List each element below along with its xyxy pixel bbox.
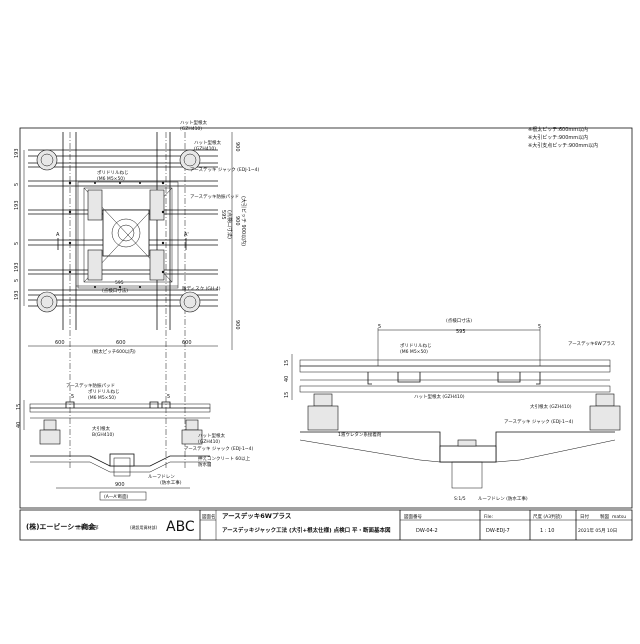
note-3: ※大引支点ピッチ:900mm以内 — [528, 142, 598, 149]
main-hat: ハット型根太 (GZH410) — [414, 393, 465, 400]
aa-caption: (A—A'断面) — [104, 493, 129, 500]
main-inspect-dim: 595 — [456, 329, 466, 335]
left-dim-4: 5 — [14, 242, 20, 245]
aa-pad: アースデッキ防振パッド — [66, 382, 115, 389]
drawing-name-label: 図面名 — [202, 513, 216, 520]
aa-dim-40: 40 — [16, 422, 22, 428]
left-dim-6: 5 — [14, 279, 20, 282]
aa-jack: アースデッキ ジャック (EDJ-1~4) — [184, 445, 253, 452]
plan-hat-joist2: ハット型根太 — [194, 139, 221, 146]
left-dim-2: 5 — [14, 183, 20, 186]
main-dim-15a: 15 — [284, 360, 290, 366]
plan-cover: 防ディスク (GH-4) — [182, 285, 221, 292]
left-dim-7: 193 — [14, 290, 20, 300]
plan-screw-spec: (M6 M5×50) — [97, 176, 125, 182]
notes: ※根太ピッチ:600mm以内 ※大引ピッチ:900mm以内 ※大引支点ピッチ:9… — [528, 126, 598, 149]
aa-screw: ポリドリルねじ — [88, 388, 120, 395]
main-screw-spec: (M6 M5×50) — [400, 349, 428, 355]
scale-label: 尺度 (A3判読) — [533, 513, 562, 520]
company-division: 建材営業部 — [76, 524, 99, 531]
file-value: DW-EDJ-7 — [486, 528, 510, 534]
main-beam: 大引根太 (GZH410) — [530, 403, 572, 410]
aa-waterproof: 防水層 — [198, 461, 212, 468]
aa-screw-spec: (M6 M5×50) — [88, 395, 116, 401]
plan-inspect-dim: 595 — [220, 210, 226, 220]
drawing-frame — [19, 127, 633, 509]
bottom-dim-3: 600 — [182, 340, 192, 346]
plan-hat-joist: ハット型根太 — [180, 119, 207, 126]
company-division2: (建設用資材部) — [130, 524, 158, 530]
bottom-dim-1: 600 — [55, 340, 65, 346]
drawing-no: DW-04-2 — [416, 528, 438, 534]
plan-pitch-top: 900 — [234, 142, 240, 152]
aa-drain: ルーフドレン — [148, 474, 175, 480]
main-dim-15b: 15 — [284, 392, 290, 398]
main-dim-5b: 5 — [538, 324, 541, 330]
plan-inner-dim: 595 — [115, 280, 124, 286]
left-dim-1: 193 — [14, 148, 20, 158]
aa-hat-code: (GZH410) — [198, 439, 220, 445]
date-value: 2021年 05月 10日 — [578, 527, 617, 534]
aa-beam: 大引根太 — [92, 425, 110, 432]
bottom-dim-2: 600 — [116, 340, 126, 346]
note-1: ※根太ピッチ:600mm以内 — [528, 126, 588, 133]
section-mark-a: A — [56, 232, 60, 238]
plan-inner-dim-label: (点検口寸法) — [102, 287, 128, 294]
main-slope: S:1/5 — [454, 496, 466, 502]
main-dim-40: 40 — [284, 376, 290, 382]
plan-pitch-bottom: 900 — [234, 320, 240, 330]
plan-pad: アースデッキ防振パッド — [190, 193, 239, 200]
title-block: (株)エービーシー商会 建材営業部 (建設用資材部) ABC 図面名 アースデッ… — [19, 509, 633, 541]
bottom-caption: (根太ピッチ600以内) — [92, 348, 136, 355]
plan-view: A A' ハット型根太 (GZH410) ハット型根太 (GZH410) ポリド… — [14, 119, 259, 470]
plan-inspect: (点検口寸法) — [226, 210, 233, 239]
plan-pitch-label: (大引ピッチ 900以内) — [240, 196, 247, 246]
drawing-no-label: 図面番号 — [404, 513, 422, 520]
aa-drain-note: (防水工事) — [160, 479, 182, 486]
section-mark-b: A' — [184, 232, 189, 238]
aa-dim-5a: 5 — [71, 394, 74, 400]
section-main: (点検口寸法) 595 5 5 15 40 15 アースデッキ6Wプラス — [284, 317, 621, 502]
aa-dim-5b: 5 — [167, 394, 170, 400]
main-jack: アースデッキ ジャック (EDJ-1~4) — [504, 418, 573, 425]
main-drain: ルーフドレン (防水工事) — [478, 495, 528, 502]
aa-hat: ハット型根太 — [198, 432, 225, 439]
main-deck: アースデッキ6Wプラス — [568, 340, 616, 347]
company-name: (株)エービーシー商会 — [26, 522, 96, 531]
plan-hat-joist2-code: (GZH410) — [194, 146, 216, 152]
aa-dim-900: 900 — [115, 482, 125, 488]
plan-screw: ポリドリルねじ — [97, 169, 129, 176]
main-dim-5a: 5 — [378, 324, 381, 330]
company-logo: ABC — [166, 519, 195, 535]
drawing-name-1: アースデッキ6Wプラス — [222, 511, 291, 520]
main-urethane: 1液ウレタン系接着剤 — [338, 431, 382, 438]
left-dim-5: 193 — [14, 262, 20, 272]
plan-left-dims: 193 5 193 5 193 5 193 — [14, 148, 20, 300]
jack-marks — [36, 149, 201, 313]
section-aa: 15 40 5 5 900 (A—A'断面) アースデッキ防振パッド ポリドリル… — [16, 382, 253, 501]
date-label: 日付 — [580, 513, 589, 520]
drawing-name-2: アースデッキジャック工法 (大引+根太仕様) 点検口 平・断面基本図 — [222, 526, 391, 534]
author-value: matsu — [612, 514, 626, 520]
plan-pitch-mid: 900 — [234, 216, 240, 226]
file-label: File: — [484, 514, 493, 520]
plan-jack: アースデッキ ジャック (EDJ-1~4) — [190, 166, 259, 173]
scale-value: 1 : 10 — [540, 528, 554, 534]
author-label: 製図 — [600, 513, 609, 520]
main-screw: ポリドリルねじ — [400, 342, 432, 349]
note-2: ※大引ピッチ:900mm以内 — [528, 134, 588, 141]
plan-hat-joist-code: (GZH410) — [180, 126, 202, 132]
left-dim-3: 193 — [14, 200, 20, 210]
aa-beam-code: B(GH410) — [92, 432, 114, 438]
aa-concrete: 押えコンクリート 60以上 — [198, 455, 251, 462]
main-inspect-label: (点検口寸法) — [446, 317, 472, 324]
aa-dim-15: 15 — [16, 404, 22, 410]
